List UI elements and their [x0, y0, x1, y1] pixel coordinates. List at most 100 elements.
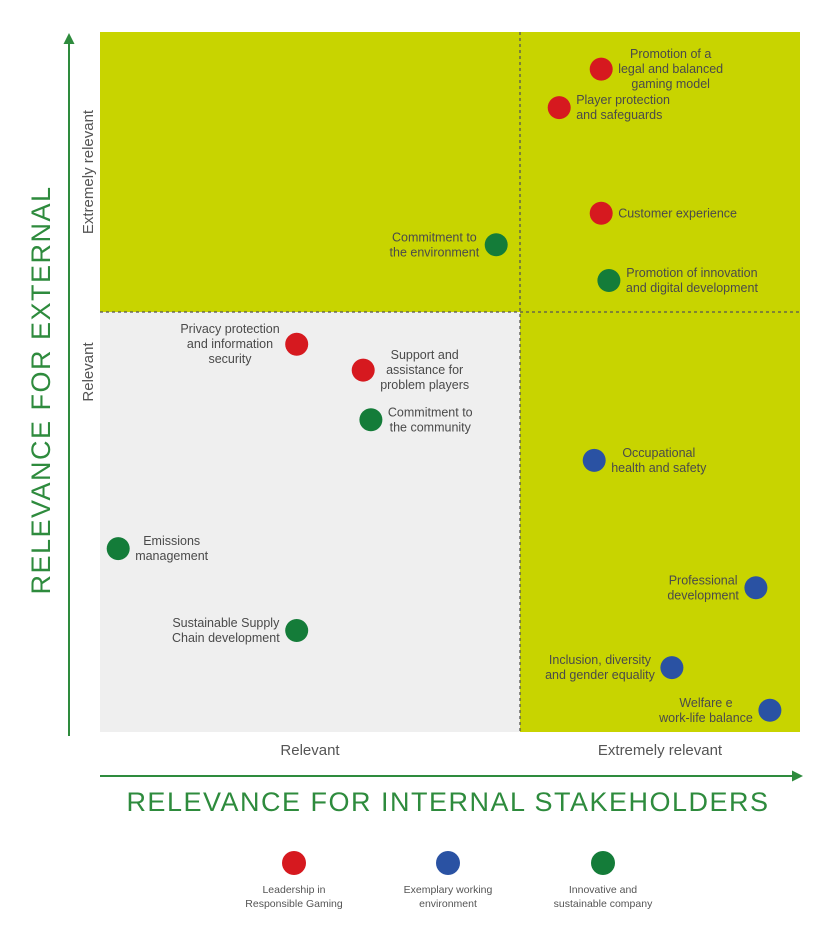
point-label-line: and safeguards	[576, 108, 662, 122]
quadrant-dividers	[100, 32, 800, 732]
point-label-line: Inclusion, diversity	[549, 653, 652, 667]
point-label-line: and gender equality	[545, 668, 656, 682]
point-marker	[660, 656, 684, 680]
point-label-line: Commitment to	[388, 405, 473, 419]
legend-label: Leadership in Responsible Gaming	[245, 884, 343, 910]
point-label-line: and digital development	[626, 281, 759, 295]
point-label-line: legal and balanced	[618, 62, 723, 76]
point-label-line: the environment	[390, 245, 480, 259]
point-marker	[106, 537, 130, 561]
point-label-line: Welfare e	[679, 696, 732, 710]
point-label-line: development	[667, 588, 739, 602]
legend-label-line: Leadership in	[262, 884, 325, 896]
legend-label: Innovative and sustainable company	[554, 884, 653, 910]
x-axis-arrow	[792, 770, 803, 782]
point-label-line: gaming model	[631, 77, 710, 91]
point-label-line: security	[208, 352, 252, 366]
point-label: Customer experience	[618, 206, 737, 220]
y-axis-arrow	[63, 33, 75, 44]
legend-label-line: Responsible Gaming	[245, 898, 343, 910]
x-tick-label-extremely-relevant: Extremely relevant	[598, 742, 723, 759]
x-tick-label-relevant: Relevant	[280, 742, 340, 759]
point-label-line: the community	[390, 420, 472, 434]
legend-item-working: Exemplary working environment	[404, 851, 493, 910]
quadrant-backgrounds	[100, 32, 800, 732]
legend-item-innovative: Innovative and sustainable company	[554, 851, 653, 910]
point-marker	[547, 96, 571, 120]
point-label-line: and information	[187, 337, 273, 351]
point-marker	[758, 698, 782, 722]
point-label-line: work-life balance	[658, 711, 753, 725]
legend-marker	[282, 851, 306, 875]
legend-label-line: environment	[419, 898, 477, 910]
point-marker	[285, 332, 309, 356]
point-marker	[589, 201, 613, 225]
point-marker	[359, 408, 383, 432]
point-label-line: management	[135, 549, 208, 563]
point-label-line: Promotion of a	[630, 47, 711, 61]
legend-label-line: sustainable company	[554, 898, 653, 910]
legend-label: Exemplary working environment	[404, 884, 493, 910]
point-label-line: Professional	[669, 573, 738, 587]
y-tick-label-relevant: Relevant	[80, 342, 97, 402]
point-label-line: Customer experience	[618, 206, 737, 220]
point-label-line: Support and	[391, 348, 459, 362]
point-marker	[351, 358, 375, 382]
point-marker	[285, 619, 309, 642]
point-label-line: Sustainable Supply	[172, 616, 280, 630]
point-marker	[484, 233, 508, 257]
point-label-line: assistance for	[386, 363, 463, 377]
y-tick-label-extremely-relevant: Extremely relevant	[80, 109, 97, 234]
point-label-line: health and safety	[611, 461, 707, 475]
legend-item-leadership: Leadership in Responsible Gaming	[245, 851, 343, 910]
legend-label-line: Exemplary working	[404, 884, 493, 896]
point-customer-experience: Customer experience	[589, 201, 737, 225]
axes: RELEVANCE FOR INTERNAL STAKEHOLDERS RELEV…	[26, 33, 803, 817]
legend-label-line: Innovative and	[569, 884, 637, 896]
point-marker	[582, 448, 606, 472]
legend: Leadership in Responsible Gaming Exemplary…	[245, 851, 653, 910]
point-marker	[597, 269, 621, 292]
x-axis-title: RELEVANCE FOR INTERNAL STAKEHOLDERS	[126, 787, 769, 817]
y-axis-title: RELEVANCE FOR EXTERNAL	[26, 185, 56, 594]
point-marker	[744, 576, 768, 600]
point-label-line: Emissions	[143, 534, 200, 548]
point-label-line: Chain development	[172, 631, 280, 645]
point-marker	[589, 57, 613, 81]
point-label-line: Privacy protection	[180, 322, 279, 336]
point-label-line: Promotion of innovation	[626, 266, 757, 280]
legend-marker	[591, 851, 615, 875]
point-label-line: problem players	[380, 378, 469, 392]
point-label-line: Commitment to	[392, 230, 477, 244]
point-label-line: Occupational	[622, 446, 695, 460]
